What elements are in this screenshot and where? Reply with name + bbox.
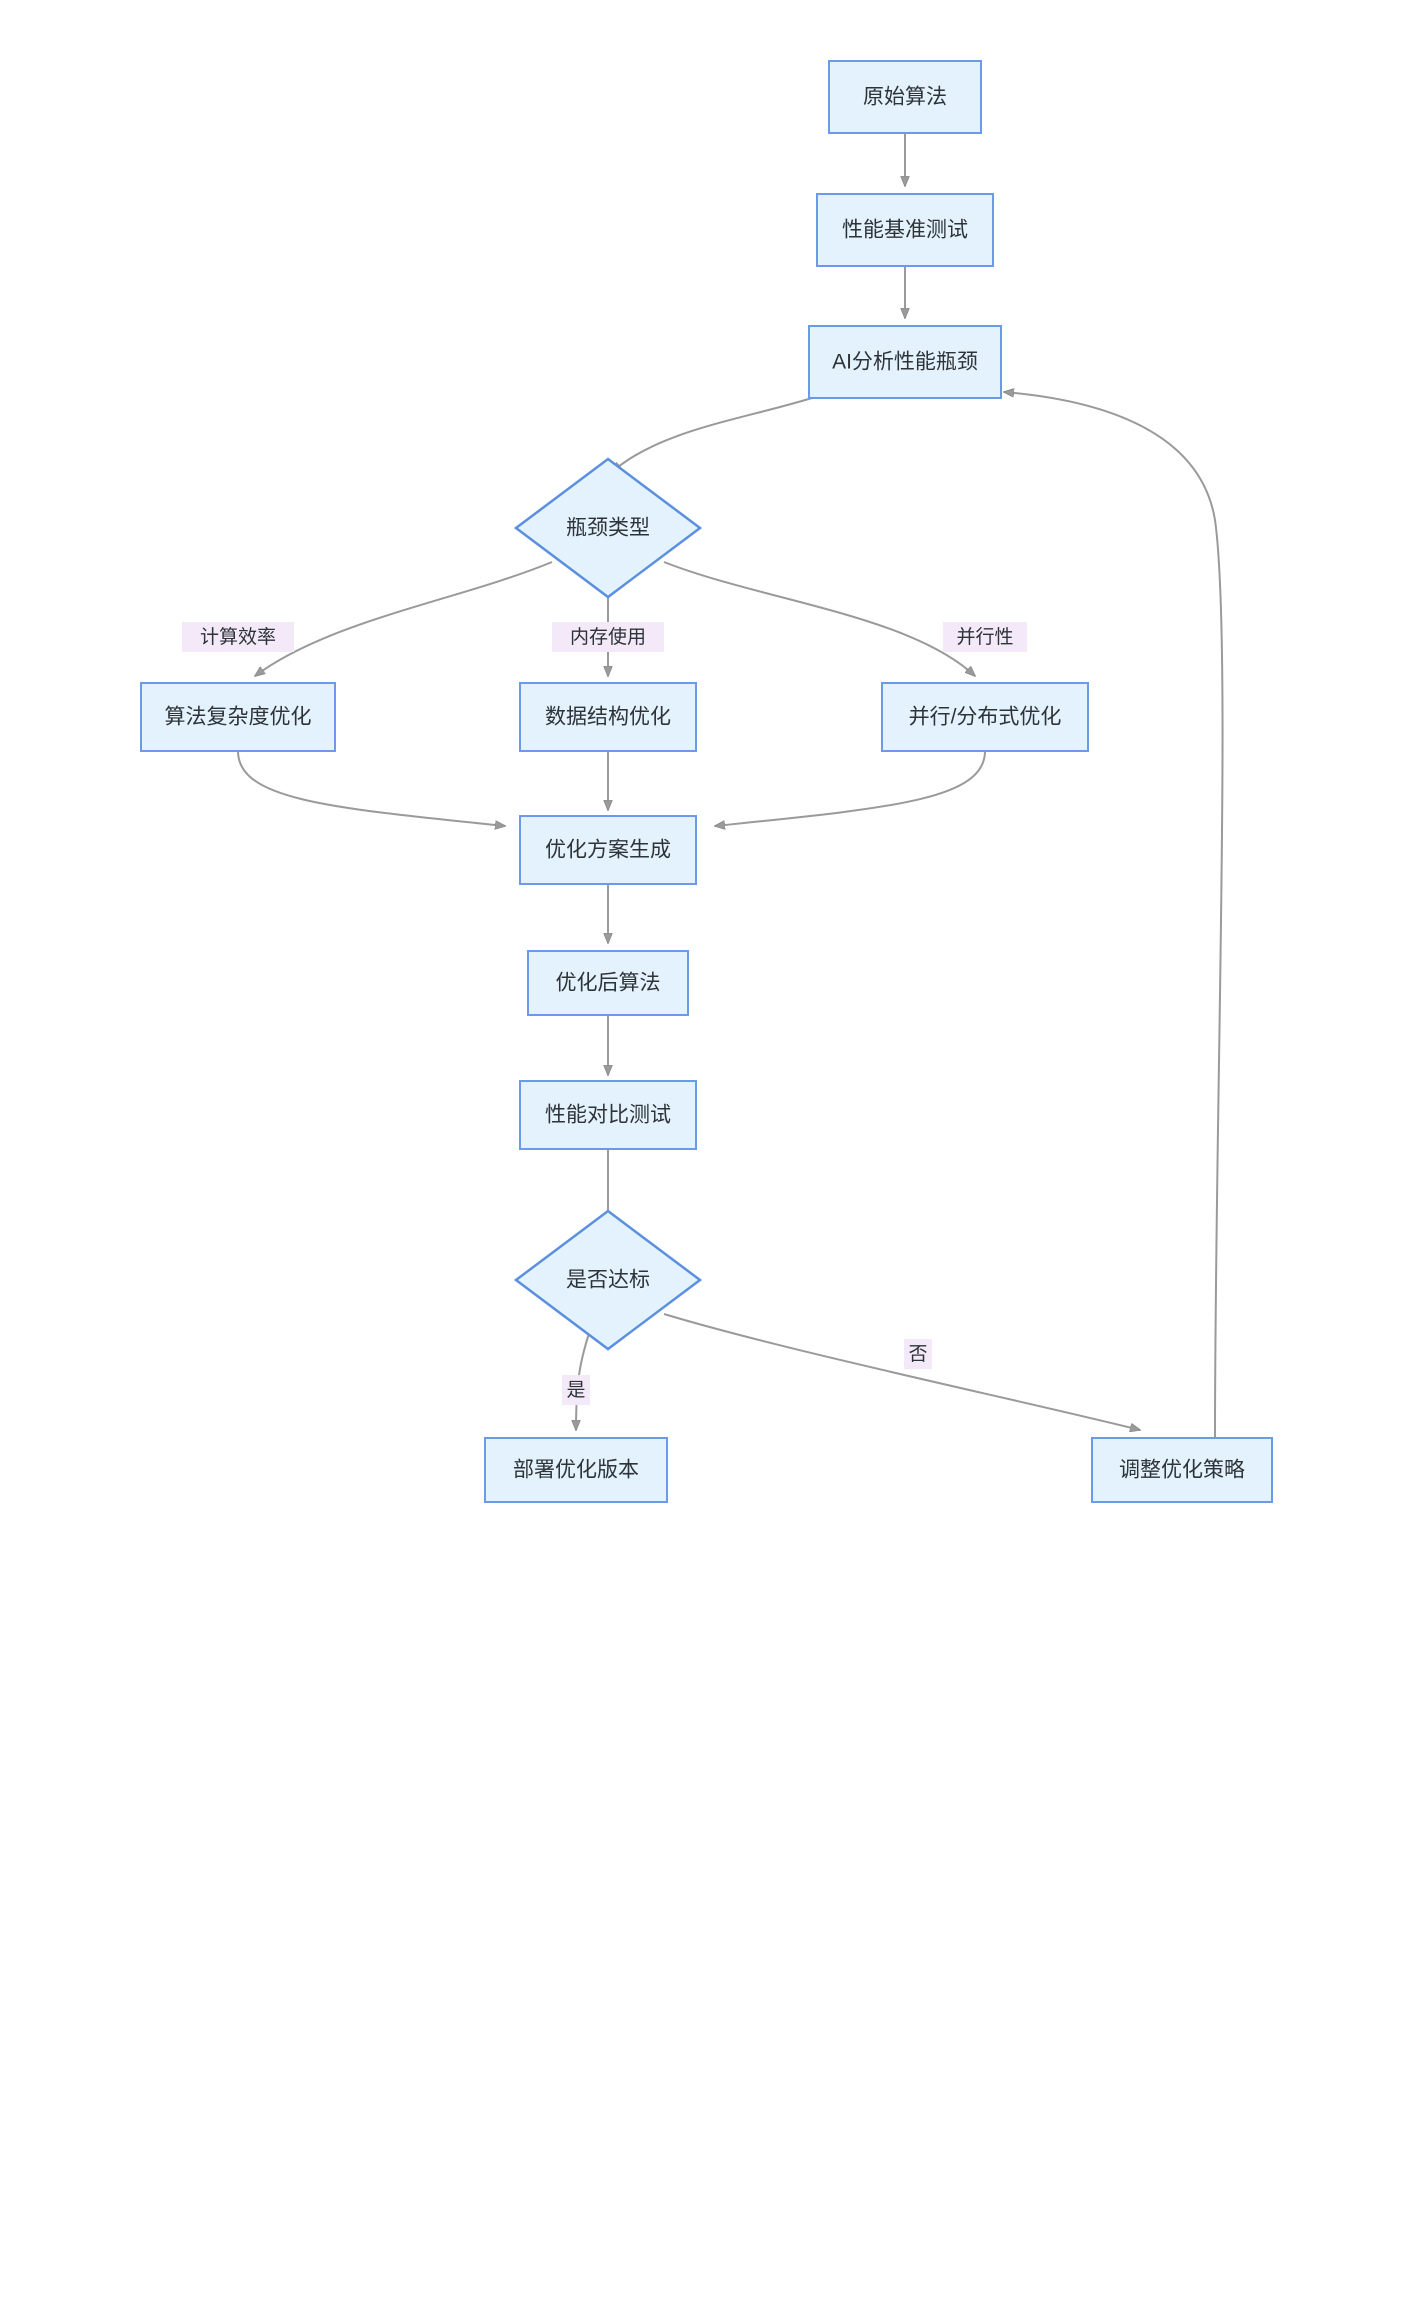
edge-n11-n3	[1004, 392, 1224, 1439]
node-adjust-optimization-strategy[interactable]: 调整优化策略	[1091, 1437, 1273, 1503]
edge-label-parallelism: 并行性	[943, 622, 1027, 652]
node-algorithm-complexity-optimization[interactable]: 算法复杂度优化	[140, 682, 336, 752]
node-ai-analyze-bottleneck[interactable]: AI分析性能瓶颈	[808, 325, 1002, 399]
edge-label-no: 否	[904, 1339, 932, 1369]
node-original-algorithm[interactable]: 原始算法	[828, 60, 982, 134]
edge-label-compute-efficiency: 计算效率	[182, 622, 294, 652]
node-optimized-algorithm[interactable]: 优化后算法	[527, 950, 689, 1016]
node-data-structure-optimization[interactable]: 数据结构优化	[519, 682, 697, 752]
edge-d2-n11	[663, 1313, 1140, 1430]
node-performance-baseline-test[interactable]: 性能基准测试	[816, 193, 994, 267]
node-optimization-plan-generation[interactable]: 优化方案生成	[519, 815, 697, 885]
edge-label-yes: 是	[562, 1375, 590, 1405]
node-performance-comparison-test[interactable]: 性能对比测试	[519, 1080, 697, 1150]
node-bottleneck-type-decision[interactable]: 瓶颈类型	[513, 457, 703, 599]
edge-d1-n4	[255, 561, 553, 676]
edge-n6-n7	[715, 750, 986, 826]
nodes-layer: 原始算法 性能基准测试 AI分析性能瓶颈 瓶颈类型 算法复杂度优化 数据结构优化	[140, 60, 1273, 1503]
edge-n3-d1	[612, 397, 813, 472]
node-parallel-distributed-optimization[interactable]: 并行/分布式优化	[881, 682, 1089, 752]
edge-n4-n7	[237, 750, 505, 826]
node-deploy-optimized-version[interactable]: 部署优化版本	[484, 1437, 668, 1503]
node-meets-standard-decision[interactable]: 是否达标	[513, 1209, 703, 1351]
edges-layer	[237, 133, 1224, 1439]
edge-label-memory-usage: 内存使用	[552, 622, 664, 652]
edge-d1-n6	[663, 561, 975, 676]
